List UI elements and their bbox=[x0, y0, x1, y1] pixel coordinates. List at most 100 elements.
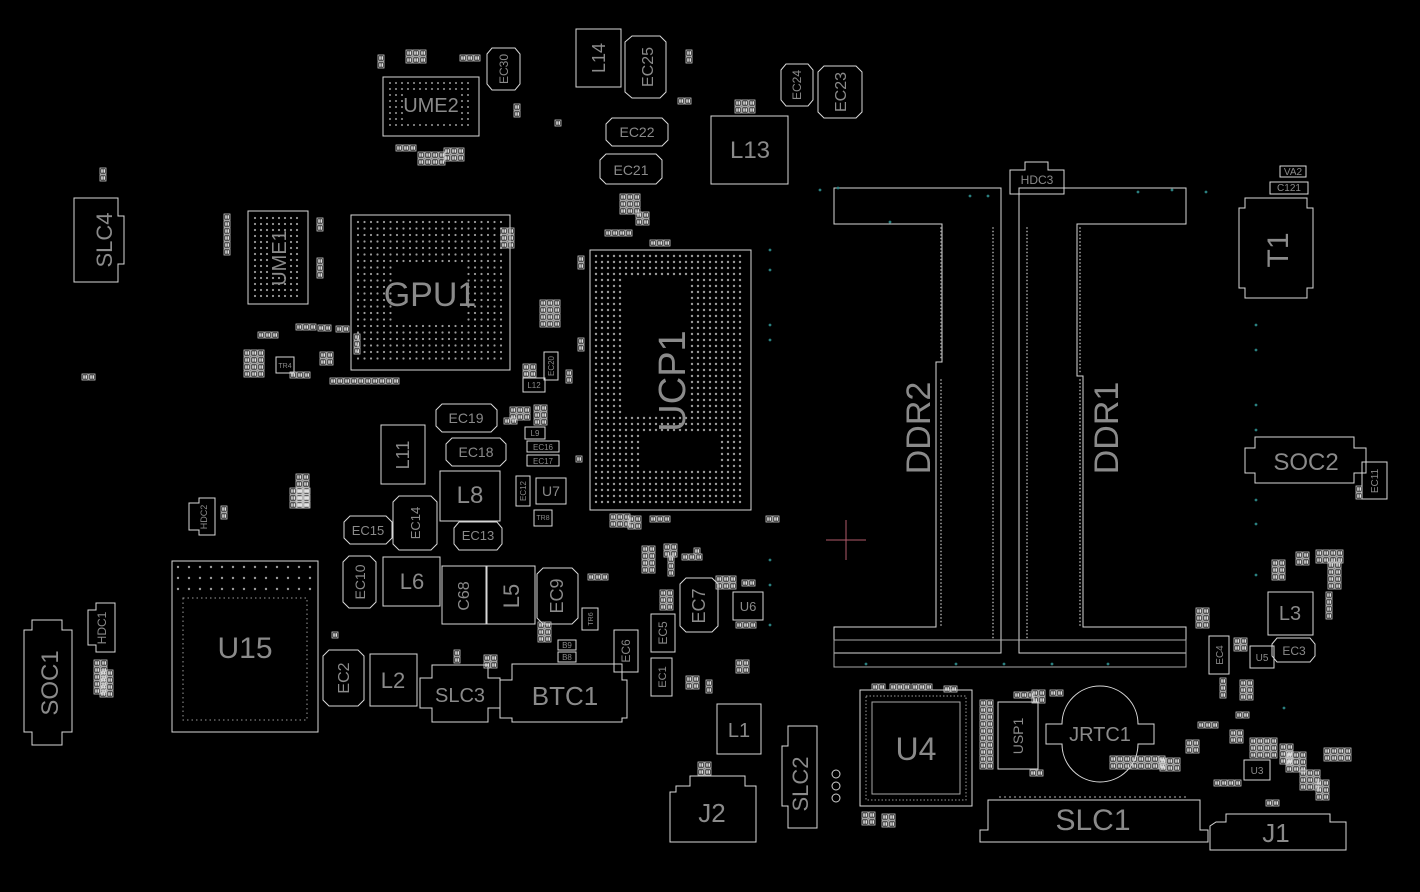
component-gpu1[interactable]: GPU1 bbox=[350, 214, 511, 371]
label-ddr2: DDR2 bbox=[900, 382, 938, 475]
label-u15: U15 bbox=[217, 632, 272, 665]
component-hdc3[interactable]: HDC3 bbox=[1009, 161, 1065, 195]
label-ec22: EC22 bbox=[619, 124, 654, 140]
label-c121: C121 bbox=[1277, 183, 1301, 194]
label-ec16: EC16 bbox=[533, 443, 554, 452]
component-ec30[interactable]: EC30 bbox=[486, 47, 521, 91]
component-ec6[interactable]: EC6 bbox=[613, 629, 639, 673]
component-u15[interactable]: U15 bbox=[171, 560, 319, 733]
component-u6[interactable]: U6 bbox=[732, 591, 764, 621]
component-ec7[interactable]: EC7 bbox=[679, 577, 719, 633]
component-ec4[interactable]: EC4 bbox=[1208, 635, 1230, 675]
component-c68[interactable]: C68 bbox=[441, 565, 487, 625]
component-b9[interactable]: B9 bbox=[557, 639, 577, 651]
ddr-bottom-frame bbox=[833, 639, 1187, 668]
label-slc2: SLC2 bbox=[788, 756, 813, 811]
component-va2[interactable]: VA2 bbox=[1279, 165, 1307, 178]
component-ec12[interactable]: EC12 bbox=[515, 475, 531, 507]
component-ec19[interactable]: EC19 bbox=[435, 403, 498, 433]
component-ec15[interactable]: EC15 bbox=[343, 515, 393, 545]
component-l8[interactable]: L8 bbox=[439, 470, 501, 522]
label-soc2: SOC2 bbox=[1273, 449, 1338, 476]
component-b8[interactable]: B8 bbox=[557, 651, 577, 663]
component-ec20[interactable]: EC20 bbox=[543, 351, 559, 381]
component-u4[interactable]: U4 bbox=[859, 689, 973, 807]
component-ec13[interactable]: EC13 bbox=[453, 521, 503, 551]
u15-ball-grid bbox=[176, 565, 312, 721]
label-ec24: EC24 bbox=[790, 70, 804, 100]
component-usp1[interactable]: USP1 bbox=[997, 701, 1039, 770]
component-hdc1[interactable]: HDC1 bbox=[87, 602, 116, 653]
component-u5[interactable]: U5 bbox=[1249, 645, 1275, 669]
component-l2[interactable]: L2 bbox=[369, 653, 418, 707]
component-l5[interactable]: L5 bbox=[486, 565, 536, 625]
label-btc1: BTC1 bbox=[532, 681, 598, 711]
label-u4: U4 bbox=[896, 731, 937, 767]
component-slc4[interactable]: SLC4 bbox=[73, 197, 125, 283]
component-ume2[interactable]: UME2 bbox=[382, 76, 480, 137]
component-ec25[interactable]: EC25 bbox=[624, 35, 667, 99]
label-u6: U6 bbox=[740, 599, 757, 614]
label-tr6: TR6 bbox=[588, 612, 595, 625]
component-ec14[interactable]: EC14 bbox=[392, 495, 438, 551]
label-u7: U7 bbox=[542, 483, 560, 499]
component-l1[interactable]: L1 bbox=[716, 703, 762, 755]
component-ec2[interactable]: EC2 bbox=[322, 649, 365, 707]
label-l13: L13 bbox=[730, 137, 770, 164]
cursor-crosshair bbox=[826, 520, 866, 560]
ucp1-ball-grid bbox=[594, 254, 742, 504]
label-slc1: SLC1 bbox=[1055, 804, 1130, 837]
component-l6[interactable]: L6 bbox=[382, 556, 441, 607]
component-slc1[interactable]: SLC1 bbox=[979, 796, 1209, 843]
component-ec5[interactable]: EC5 bbox=[650, 613, 676, 653]
component-tr6[interactable]: TR6 bbox=[581, 607, 599, 631]
component-c121[interactable]: C121 bbox=[1269, 181, 1309, 195]
label-ec12: EC12 bbox=[519, 480, 528, 501]
component-ec21[interactable]: EC21 bbox=[599, 153, 663, 185]
component-ec16[interactable]: EC16 bbox=[526, 440, 560, 453]
component-t1[interactable]: T1 bbox=[1238, 197, 1314, 299]
label-ec11: EC11 bbox=[1370, 468, 1381, 493]
component-ec3[interactable]: EC3 bbox=[1271, 637, 1316, 663]
component-slc3[interactable]: SLC3 bbox=[419, 664, 501, 723]
label-ec13: EC13 bbox=[462, 528, 495, 543]
label-l11: L11 bbox=[393, 441, 413, 470]
label-ec30: EC30 bbox=[497, 54, 511, 84]
component-slc2[interactable]: SLC2 bbox=[781, 725, 818, 829]
component-ume1[interactable]: UME1 bbox=[247, 210, 309, 305]
component-l9[interactable]: L9 bbox=[524, 426, 546, 440]
component-ec11[interactable]: EC11 bbox=[1361, 461, 1388, 500]
label-ume1: UME1 bbox=[269, 230, 291, 286]
component-hdc2[interactable]: HDC2 bbox=[188, 497, 216, 536]
component-u3[interactable]: U3 bbox=[1243, 759, 1271, 781]
component-ec18[interactable]: EC18 bbox=[445, 437, 507, 467]
component-ec9[interactable]: EC9 bbox=[536, 567, 579, 625]
label-usp1: USP1 bbox=[1010, 718, 1026, 755]
component-tr8[interactable]: TR8 bbox=[533, 509, 553, 527]
component-l13[interactable]: L13 bbox=[710, 115, 789, 185]
component-jrtc1[interactable]: JRTC1 bbox=[1045, 685, 1155, 783]
component-soc1[interactable]: SOC1 bbox=[23, 619, 73, 746]
component-j2[interactable]: J2 bbox=[669, 775, 757, 843]
component-l3[interactable]: L3 bbox=[1267, 591, 1314, 636]
component-ec1[interactable]: EC1 bbox=[650, 657, 673, 697]
component-j1[interactable]: J1 bbox=[1209, 813, 1347, 851]
component-tr4[interactable]: TR4 bbox=[275, 356, 295, 374]
component-btc1[interactable]: BTC1 bbox=[499, 663, 628, 723]
component-ddr1[interactable]: DDR1 bbox=[1018, 187, 1187, 654]
component-ec23[interactable]: EC23 bbox=[817, 65, 863, 119]
ddr1-pin-row bbox=[1026, 227, 1081, 639]
label-u5: U5 bbox=[1256, 653, 1269, 664]
component-ec17[interactable]: EC17 bbox=[526, 454, 560, 467]
component-ddr2[interactable]: DDR2 bbox=[833, 187, 1002, 654]
component-ec24[interactable]: EC24 bbox=[780, 63, 814, 107]
component-ucp1[interactable]: UCP1 bbox=[589, 249, 752, 511]
component-l12[interactable]: L12 bbox=[522, 377, 546, 393]
component-l14[interactable]: L14 bbox=[575, 28, 622, 88]
component-ec22[interactable]: EC22 bbox=[605, 117, 669, 147]
component-u7[interactable]: U7 bbox=[535, 477, 567, 505]
component-ec10[interactable]: EC10 bbox=[342, 555, 377, 609]
component-soc2[interactable]: SOC2 bbox=[1244, 436, 1367, 484]
component-l11[interactable]: L11 bbox=[380, 424, 426, 485]
